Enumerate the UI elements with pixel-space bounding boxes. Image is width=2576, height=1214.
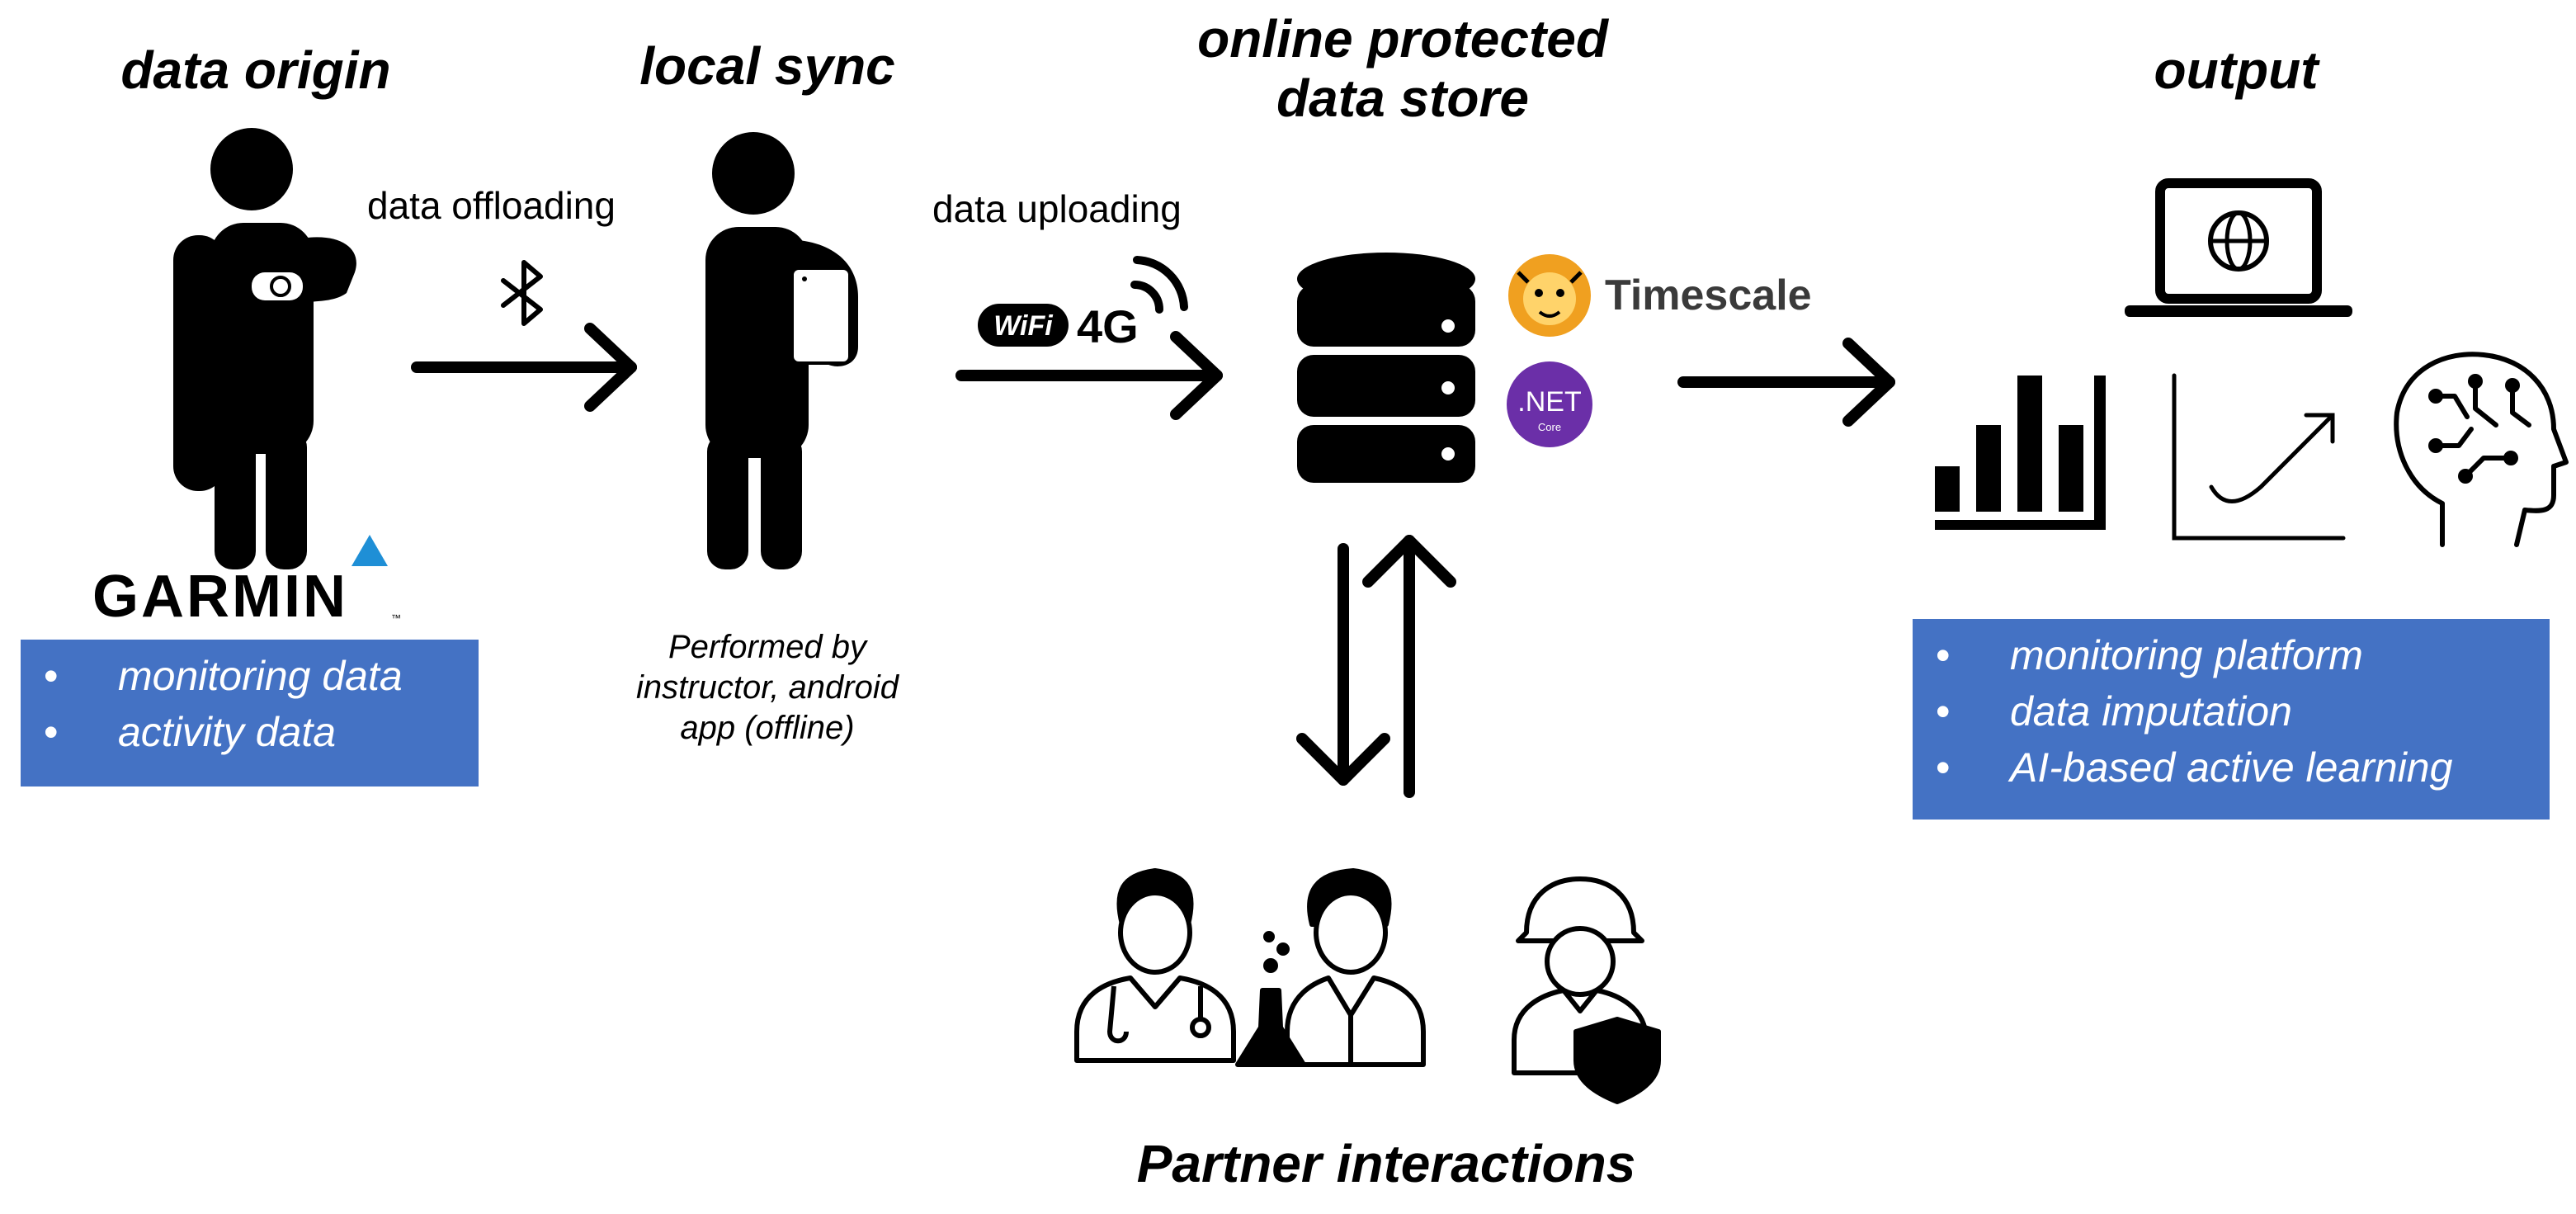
origin-info-box: monitoring data activity data xyxy=(21,640,479,787)
wifi-label: WiFi xyxy=(993,310,1054,342)
sync-note-line1: Performed by xyxy=(668,629,867,665)
line-chart-icon xyxy=(2172,373,2346,541)
stage-title-store-line2: data store xyxy=(1276,68,1529,128)
ai-head-icon xyxy=(2394,352,2569,547)
person-watch-icon xyxy=(173,128,356,569)
laptop-globe-icon xyxy=(2125,178,2352,317)
origin-item-monitoring: monitoring data xyxy=(21,648,479,704)
output-item-imputation: data imputation xyxy=(1913,683,2550,739)
bluetooth-icon xyxy=(501,260,543,326)
timescale-logo: Timescale xyxy=(1605,272,1812,319)
output-arrow xyxy=(1677,338,1895,427)
uploading-label: data uploading xyxy=(932,187,1182,230)
uploading-arrow xyxy=(955,331,1223,420)
signal-icon xyxy=(1130,256,1188,314)
dotnet-label: .NET xyxy=(1517,386,1581,418)
cellular-label: 4G xyxy=(1077,300,1139,352)
output-item-ai: AI-based active learning xyxy=(1913,739,2550,796)
sync-note-line3: app (offline) xyxy=(680,709,855,746)
origin-item-activity: activity data xyxy=(21,704,479,760)
sync-note-line2: instructor, android xyxy=(636,668,899,706)
stage-title-sync: local sync xyxy=(639,36,895,96)
output-item-platform: monitoring platform xyxy=(1913,627,2550,683)
database-icon xyxy=(1297,253,1475,483)
stage-title-output: output xyxy=(2154,40,2319,100)
garmin-triangle-icon xyxy=(351,535,388,566)
garmin-tm: ™ xyxy=(391,612,401,624)
offloading-label: data offloading xyxy=(367,184,616,227)
store-to-partners-arrow xyxy=(1296,543,1390,786)
doctor-icon xyxy=(1074,868,1236,1063)
person-tablet-icon xyxy=(705,132,858,569)
output-info-box: monitoring platform data imputation AI-b… xyxy=(1913,619,2550,820)
dotnet-sub-label: Core xyxy=(1538,421,1561,433)
timescale-tiger-icon xyxy=(1508,254,1591,337)
bar-chart-icon xyxy=(1935,376,2106,530)
stage-title-store-line1: online protected xyxy=(1197,9,1608,68)
offloading-arrow xyxy=(411,323,637,412)
partners-label: Partner interactions xyxy=(1136,1134,1636,1193)
dotnet-logo-icon: .NET Core xyxy=(1507,361,1592,447)
partners-to-store-arrow xyxy=(1362,535,1456,798)
soldier-icon xyxy=(1512,876,1661,1104)
scientist-icon xyxy=(1235,868,1426,1067)
garmin-logo: GARMIN xyxy=(92,564,348,630)
wifi-badge-icon: WiFi xyxy=(978,304,1069,347)
stage-title-store: online protected data store xyxy=(1130,9,1675,128)
stage-title-origin: data origin xyxy=(120,40,391,100)
sync-note: Performed by instructor, android app (of… xyxy=(578,627,957,748)
